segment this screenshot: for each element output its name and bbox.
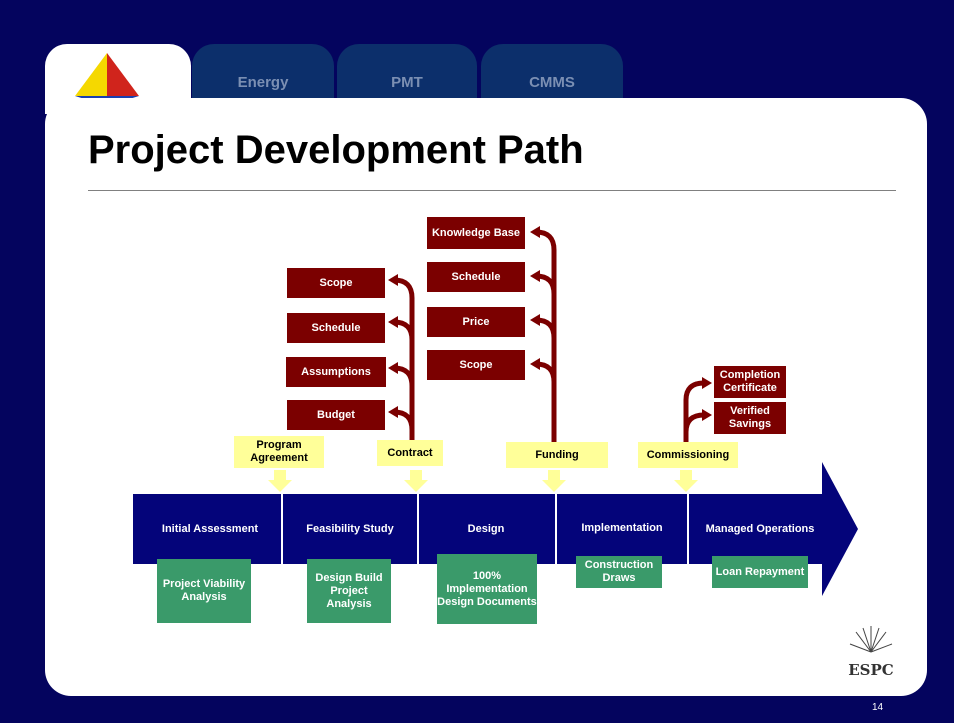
deliverable-design-build-project-analysis: Design Build Project Analysis (307, 559, 391, 623)
funding-item-price: Price (427, 307, 525, 337)
espc-logo: ESPC (846, 622, 896, 679)
deliverable-construction-draws: Construction Draws (576, 556, 662, 588)
commissioning-item-completion-certificate: Completion Certificate (714, 366, 786, 398)
stage-implementation: Implementation (562, 494, 682, 562)
contract-item-scope: Scope (287, 268, 385, 298)
contract-item-budget: Budget (287, 400, 385, 430)
page-title: Project Development Path (88, 128, 584, 172)
stage-feasibility-study: Feasibility Study (306, 522, 394, 535)
deliverable-implementation-design-documents: 100% Implementation Design Documents (437, 554, 537, 624)
deliverable-loan-repayment: Loan Repayment (712, 556, 808, 588)
commissioning-brace (683, 380, 705, 444)
stage-initial-assessment: Initial Assessment (161, 522, 259, 535)
milestone-contract: Contract (377, 440, 443, 466)
funding-item-knowledge-base: Knowledge Base (427, 217, 525, 249)
commissioning-item-verified-savings: Verified Savings (714, 402, 786, 434)
milestone-commissioning: Commissioning (638, 442, 738, 468)
funding-item-schedule: Schedule (427, 262, 525, 292)
starburst-icon (849, 626, 893, 653)
milestone-program-agreement: Program Agreement (234, 436, 324, 468)
page-number: 14 (872, 702, 884, 713)
stage-implementation-label: Implementation (581, 522, 663, 534)
contract-item-schedule: Schedule (287, 313, 385, 343)
funding-brace (535, 229, 557, 442)
espc-logo-text: ESPC (848, 661, 894, 679)
deliverable-project-viability-analysis: Project Viability Analysis (157, 559, 251, 623)
contract-item-assumptions: Assumptions (286, 357, 386, 387)
stage-design: Design (467, 522, 505, 535)
funding-item-scope: Scope (427, 350, 525, 380)
milestone-funding: Funding (506, 442, 608, 468)
stage-managed-operations: Managed Operations (705, 522, 815, 535)
title-divider (88, 190, 896, 191)
